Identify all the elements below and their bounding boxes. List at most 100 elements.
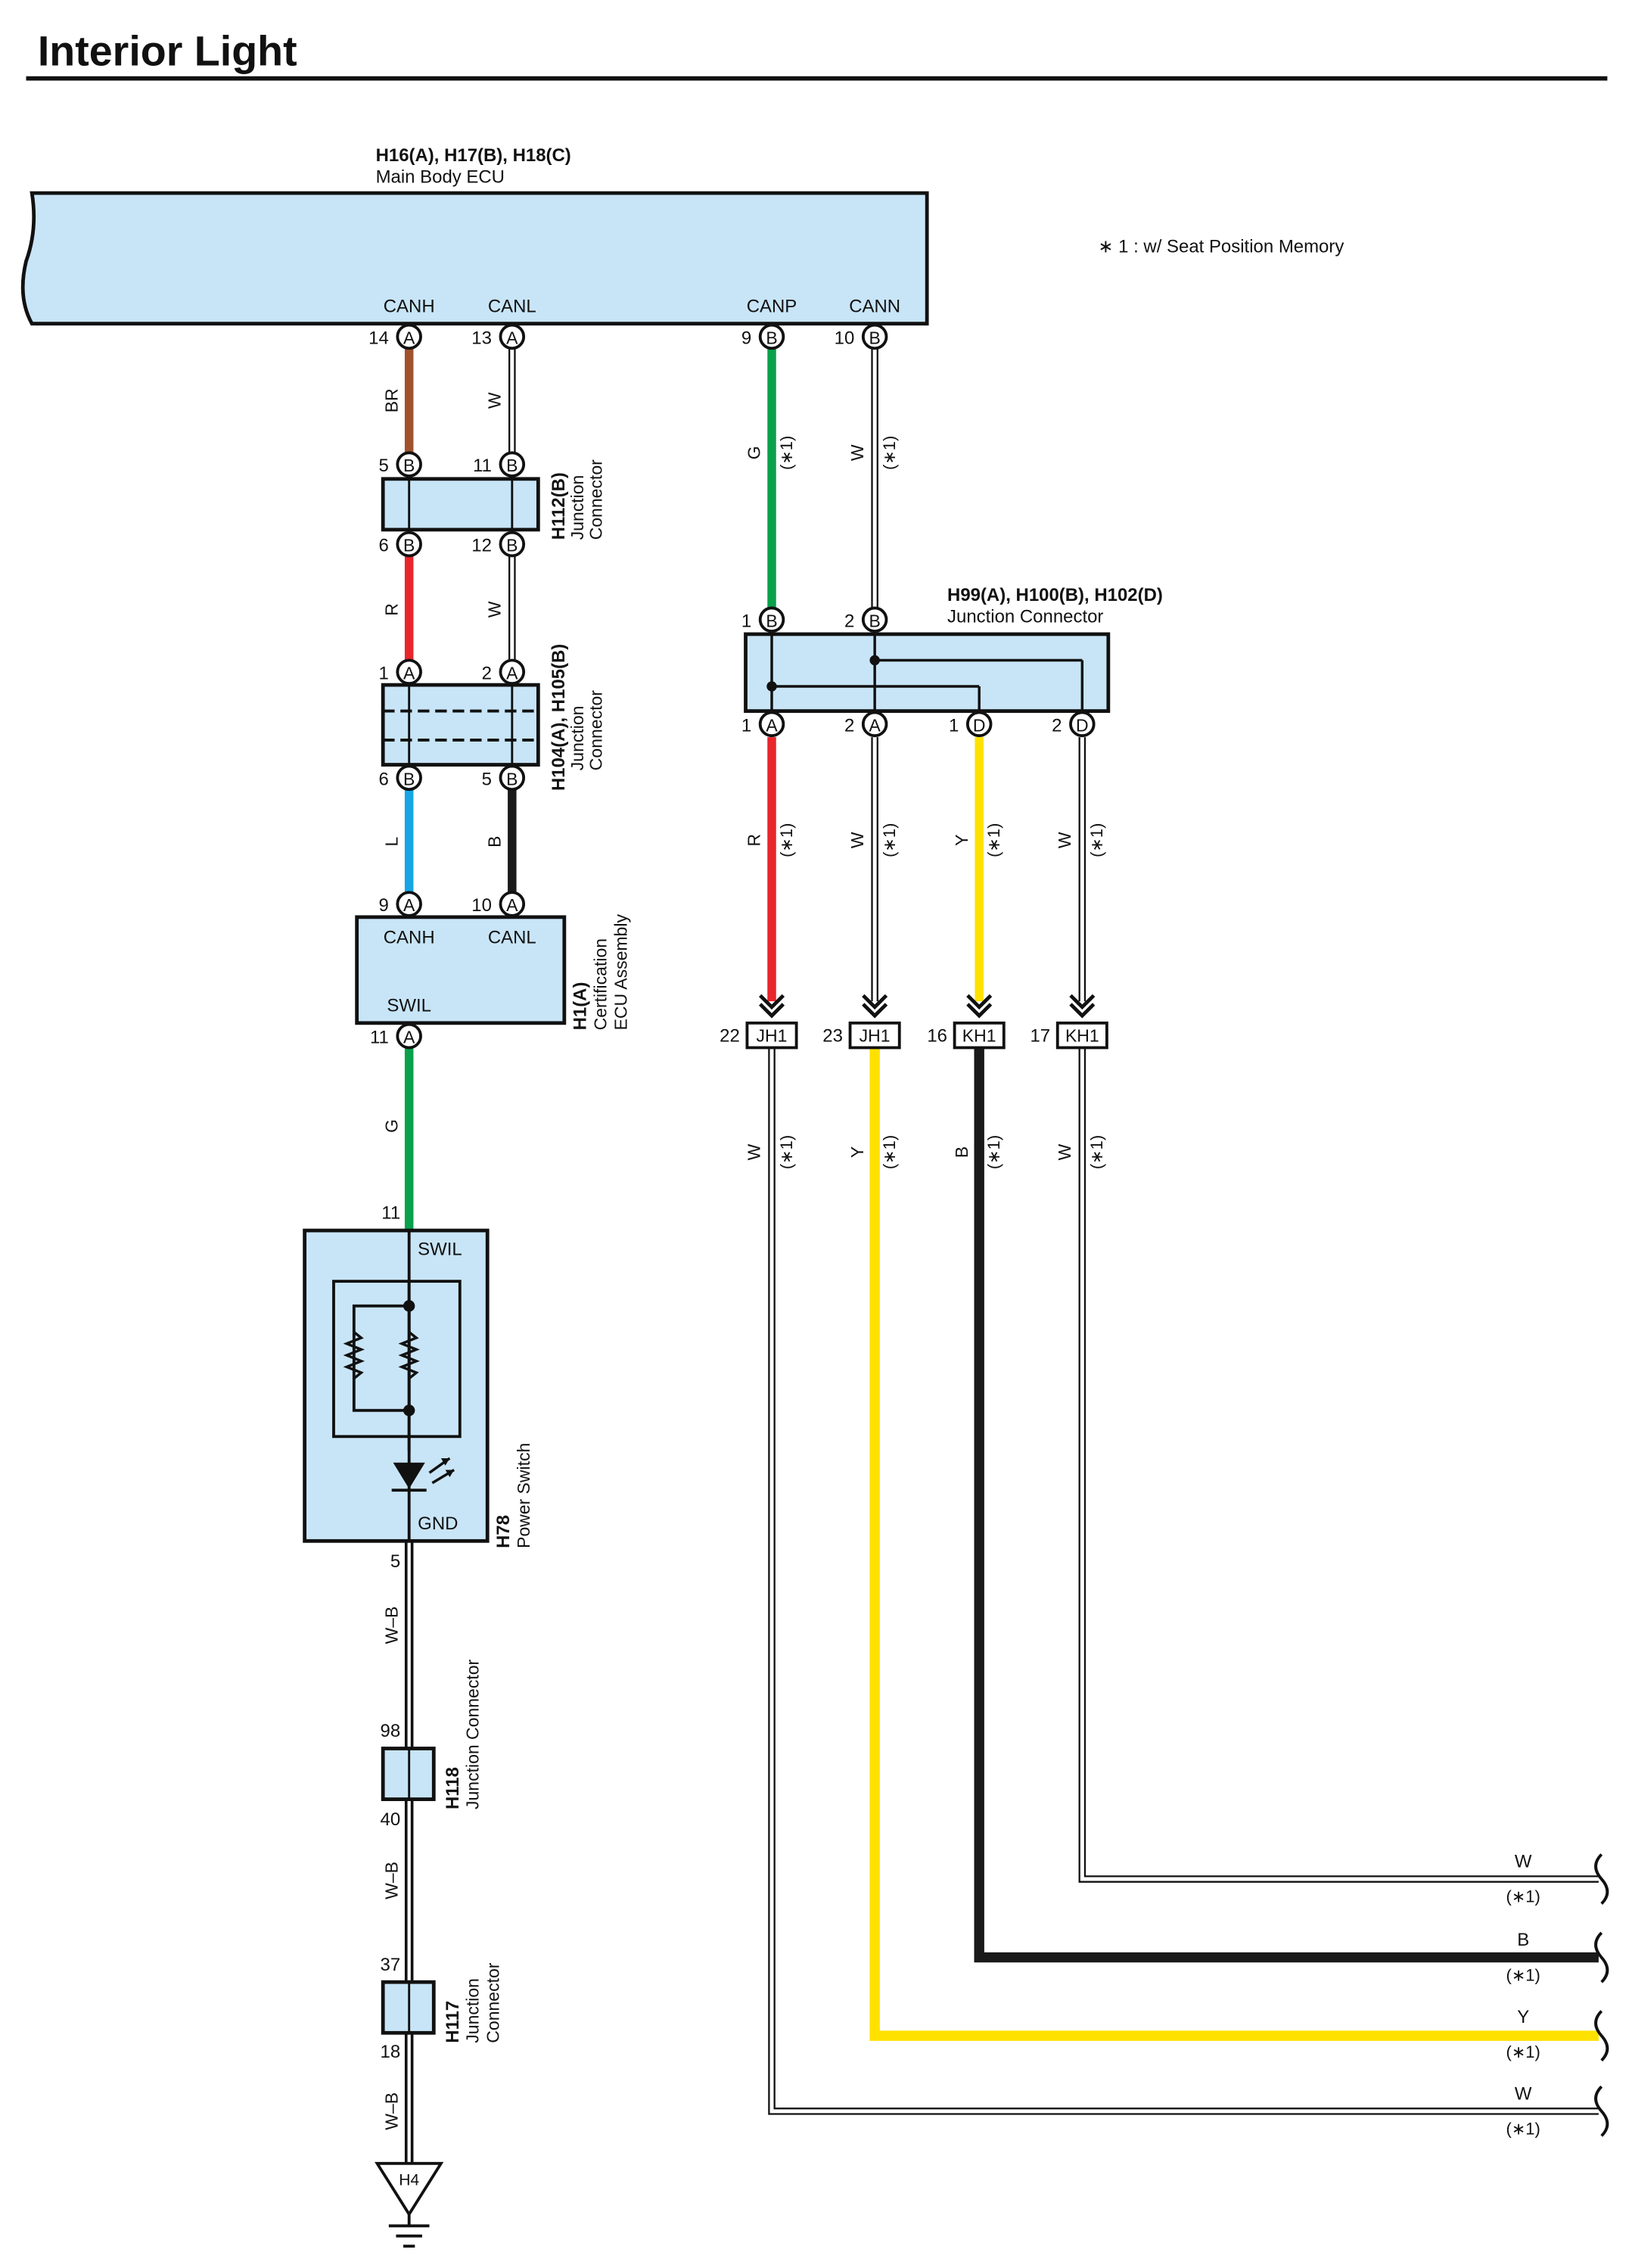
main-ecu-terminal: CANN — [849, 296, 900, 316]
svg-text:22: 22 — [720, 1026, 740, 1047]
wire-b — [974, 1047, 1599, 1963]
inline-connectors: 22 JH1 23 JH1 16 KH1 17 KH1 — [720, 994, 1108, 1050]
h118-junction-connector: 98 40 H118 Junction Connector — [381, 1660, 483, 1831]
wire-color-label: W — [1055, 1143, 1074, 1160]
chevron-down-icon — [758, 994, 785, 1019]
h112-junction-connector: 5 B 11 B 6 B 12 B H112(B) Junction Conne… — [379, 451, 606, 558]
resistor-icon — [343, 1330, 365, 1380]
wire-w — [768, 1047, 1599, 2115]
svg-text:10: 10 — [835, 328, 855, 349]
h117-name: Junction — [463, 1978, 483, 2043]
svg-text:16: 16 — [927, 1026, 947, 1047]
svg-text:B: B — [403, 456, 415, 475]
h99-name: Junction Connector — [947, 607, 1103, 627]
exit-marker: W (∗1) — [1506, 2083, 1609, 2139]
h1-name: ECU Assembly — [611, 914, 630, 1031]
wire-color-label: B — [484, 835, 504, 847]
main-ecu-box — [20, 191, 929, 326]
svg-text:(∗1): (∗1) — [1506, 1887, 1540, 1906]
condition-label: (∗1) — [1087, 1135, 1106, 1169]
h104-name: Connector — [586, 690, 606, 770]
condition-label: (∗1) — [777, 823, 796, 857]
main-ecu-name: Main Body ECU — [376, 167, 505, 188]
right-exits: W (∗1) B (∗1) Y (∗1) W (∗1) — [1506, 1852, 1609, 2139]
pin-marker: 5 B — [379, 451, 422, 478]
h1-certification-ecu: CANH CANL SWIL 9 A 10 A 11 A H1(A) Certi… — [355, 891, 630, 1050]
svg-text:A: A — [403, 1028, 415, 1047]
svg-text:1: 1 — [741, 715, 751, 736]
condition-label: (∗1) — [984, 823, 1003, 857]
main-body-ecu: H16(A), H17(B), H18(C) Main Body ECU CAN… — [20, 145, 929, 326]
svg-text:A: A — [766, 715, 778, 735]
svg-text:40: 40 — [381, 1809, 401, 1830]
pin-number: 11 — [381, 1203, 400, 1224]
pin-marker: 9 B — [741, 323, 785, 350]
svg-text:12: 12 — [471, 536, 492, 556]
wire-color-label: W–B — [381, 2092, 401, 2130]
inline-connector-jh1: 22 JH1 — [720, 994, 798, 1050]
svg-text:(∗1): (∗1) — [1506, 2120, 1540, 2139]
svg-text:A: A — [506, 663, 518, 683]
pin-marker: 10 A — [471, 891, 526, 917]
pin-marker: 13 A — [471, 323, 526, 350]
svg-text:A: A — [506, 328, 518, 348]
svg-text:KH1: KH1 — [962, 1026, 996, 1046]
svg-text:17: 17 — [1030, 1026, 1050, 1047]
wire-color-label: B — [952, 1146, 971, 1158]
svg-text:KH1: KH1 — [1065, 1026, 1099, 1046]
svg-text:B: B — [506, 769, 518, 789]
svg-text:B: B — [1517, 1930, 1529, 1950]
condition-label: (∗1) — [880, 436, 899, 470]
pin-marker: 1 D — [949, 711, 993, 738]
wires — [404, 348, 1599, 2173]
pin-marker: 1 B — [741, 606, 785, 633]
footnote: ∗ 1 : w/ Seat Position Memory — [1098, 237, 1344, 257]
inline-connector-kh1: 17 KH1 — [1030, 994, 1108, 1050]
inline-connector-kh1: 16 KH1 — [927, 994, 1006, 1050]
pin-marker: 2 A — [482, 658, 526, 686]
svg-text:Y: Y — [1517, 2007, 1529, 2027]
main-ecu-terminal: CANL — [488, 296, 536, 316]
h99-junction-connector: H99(A), H100(B), H102(D) Junction Connec… — [741, 585, 1163, 738]
svg-text:6: 6 — [379, 769, 389, 789]
pin-marker: 5 B — [482, 764, 526, 792]
h112-name: Connector — [586, 459, 606, 540]
h117-name: Connector — [483, 1962, 503, 2042]
svg-text:W: W — [1515, 1852, 1532, 1872]
condition-label: (∗1) — [880, 823, 899, 857]
main-ecu-pins: 14 A 13 A 9 B 10 B — [368, 323, 888, 350]
h78-power-switch: 11 SWIL GND 5 H78 Power Switch — [303, 1203, 533, 1572]
svg-text:(∗1): (∗1) — [1506, 2042, 1540, 2061]
h99-code: H99(A), H100(B), H102(D) — [947, 585, 1163, 605]
svg-text:1: 1 — [741, 611, 751, 631]
svg-text:CANH: CANH — [384, 927, 435, 947]
chevron-down-icon — [966, 994, 993, 1019]
main-ecu-terminal: CANH — [384, 296, 435, 316]
svg-text:6: 6 — [379, 536, 389, 556]
wire-w — [1078, 1047, 1599, 1883]
svg-text:B: B — [766, 328, 777, 348]
svg-text:B: B — [403, 769, 415, 789]
svg-text:1: 1 — [949, 715, 959, 736]
svg-text:B: B — [506, 456, 518, 475]
h118-name: Junction Connector — [463, 1660, 483, 1810]
condition-label: (∗1) — [984, 1135, 1003, 1169]
resistor-icon — [398, 1330, 420, 1380]
led-icon — [391, 1457, 455, 1492]
svg-text:18: 18 — [381, 2042, 401, 2062]
svg-text:W: W — [1515, 2083, 1532, 2104]
svg-text:2: 2 — [844, 715, 854, 736]
wire-color-label: G — [745, 446, 764, 459]
wire-color-label: W — [745, 1143, 764, 1160]
h78-name: Power Switch — [514, 1443, 533, 1548]
pin-number: 5 — [390, 1551, 400, 1572]
pin-marker: 12 B — [471, 530, 526, 558]
h104-junction-connector: 1 A 2 A 6 B 5 B H104(A), H105(B) Junctio… — [379, 644, 606, 792]
wire-break-icon — [1594, 1853, 1609, 1906]
pin-marker: 9 A — [379, 891, 422, 917]
svg-text:A: A — [403, 895, 415, 915]
pin-marker: 2 B — [844, 606, 888, 633]
wire-color-label: W — [847, 832, 867, 848]
pin-marker: 11 B — [473, 451, 526, 478]
chevron-down-icon — [862, 994, 888, 1019]
